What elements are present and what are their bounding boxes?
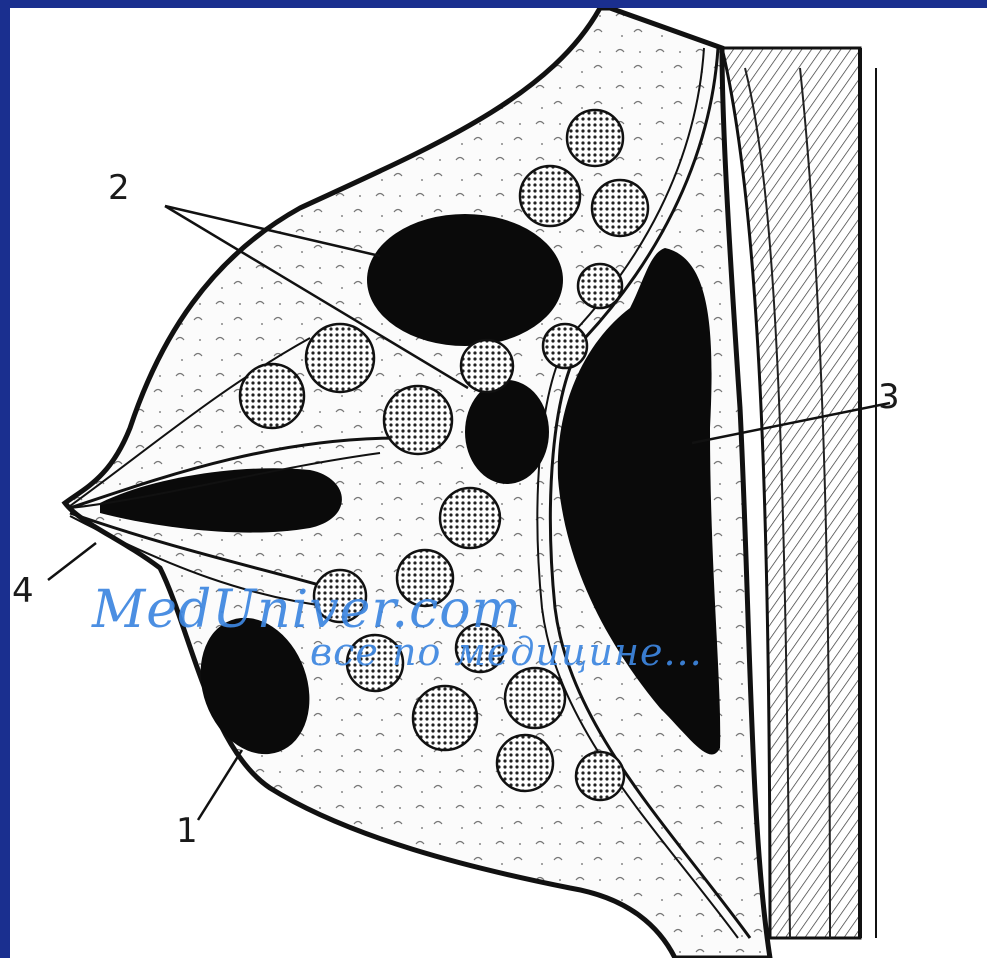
label-3: 3 [878, 380, 900, 414]
label-2: 2 [108, 171, 130, 205]
breast-cross-section-diagram [10, 8, 987, 958]
upper-large-mass [367, 214, 563, 346]
watermark-tagline: все по медицине... [310, 630, 703, 674]
label-4: 4 [12, 574, 34, 608]
diagram-frame: 2 3 4 1 MedUniver.com все по медицине... [10, 8, 987, 958]
label-1: 1 [176, 814, 198, 848]
middle-mass [465, 380, 549, 484]
